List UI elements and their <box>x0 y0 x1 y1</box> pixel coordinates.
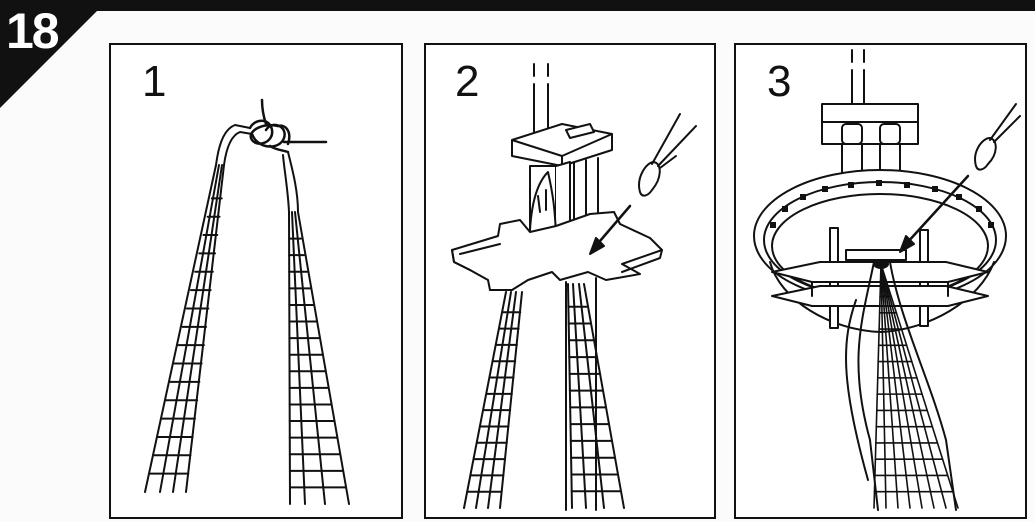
mast-cap-3 <box>822 104 918 144</box>
top-border-bar <box>0 0 1035 11</box>
step-number: 18 <box>6 6 58 56</box>
shroud-collar <box>873 259 889 269</box>
panel-1-label: 1 <box>142 60 166 104</box>
panel-2-label: 2 <box>455 60 479 104</box>
panel-3-label: 3 <box>767 60 791 104</box>
